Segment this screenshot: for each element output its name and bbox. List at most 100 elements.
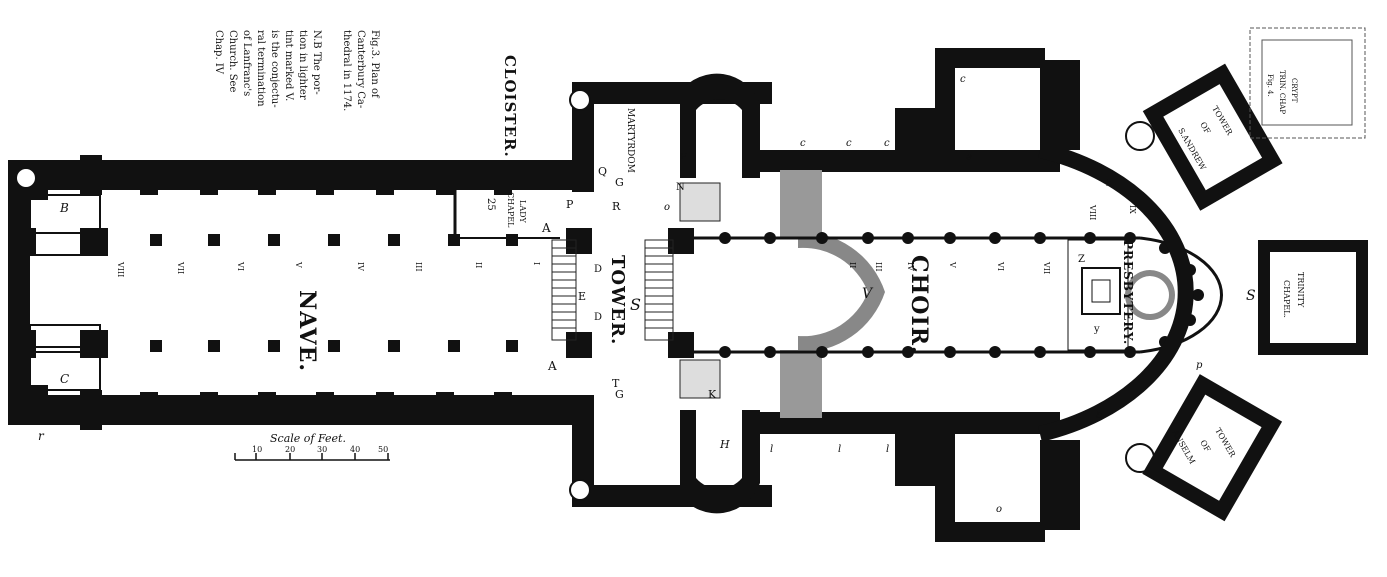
tower-crossing-hatch (551, 182, 721, 399)
crypt-inset (1249, 27, 1366, 139)
letter-c-north-2: c (800, 138, 806, 149)
choir-numeral: VI (996, 261, 1005, 271)
martyrdom-label: MARTYRDOM (625, 108, 635, 173)
note-line: N.B The por- (311, 30, 322, 95)
nave-walls (8, 155, 590, 430)
trinity-chapel (1258, 240, 1368, 355)
choir-arcade (690, 236, 1224, 354)
choir-numeral: II (848, 262, 857, 268)
south-transept-apse (680, 410, 760, 514)
scale-bar (234, 453, 390, 461)
caption-line: Canterbury Ca- (355, 30, 366, 108)
presbytery-area (1067, 239, 1175, 351)
choir-numeral: V (948, 261, 957, 268)
letter-t: T (612, 377, 620, 390)
letter-s-tower: S (630, 295, 641, 314)
crypt-fig-label: Fig. 4. (1266, 74, 1274, 97)
letter-e: E (578, 290, 586, 303)
letter-y: y (1093, 324, 1100, 335)
note-line: is the conjectu- (269, 30, 280, 108)
scale-tick: 10 (252, 445, 262, 454)
choir-columns (719, 232, 1204, 358)
letter-d-top: D (594, 264, 602, 275)
letter-l-south-2: l (838, 444, 841, 455)
lanfranc-apse (798, 231, 885, 353)
lanfranc-wall-bottom (780, 350, 822, 418)
bay-numeral: III (414, 262, 423, 271)
nave-label: NAVE. (294, 290, 320, 372)
east-transepts (895, 48, 1080, 542)
letter-c-north-4: c (884, 138, 890, 149)
crypt-label: CRYPT (1290, 78, 1298, 103)
letter-o-north: o (664, 202, 670, 213)
choir-numeral: IX (1128, 205, 1137, 214)
bay-numeral: I (532, 262, 541, 265)
letter-c-north-3: c (846, 138, 852, 149)
letter-k-north: k (1106, 178, 1112, 189)
tower-st-anselm (1142, 374, 1283, 522)
west-rooms (29, 194, 101, 391)
letter-a-top: A (541, 221, 551, 235)
note-line: tion in lighter (297, 30, 308, 100)
trinity-chapel-label: CHAPEL. (1282, 280, 1291, 318)
note-line: of Lanfranc's (241, 30, 252, 96)
lady-chapel-label-2: CHAPEL (506, 192, 515, 228)
letter-o-south: o (996, 504, 1002, 515)
letter-a-bottom: A (547, 359, 557, 373)
bay-numeral: VII (176, 261, 185, 274)
nave-piers (150, 234, 518, 352)
trinity-label: TRINITY (1296, 272, 1305, 308)
letter-s-trinity: S (1246, 288, 1256, 304)
letter-c-north-1: c (960, 74, 966, 85)
letter-p: P (566, 198, 574, 211)
letter-b-south: b (1096, 410, 1102, 421)
presbytery-label: PRESBYTERY. (1121, 240, 1135, 345)
caption-line: Fig.3. Plan of (369, 30, 380, 99)
choir-numeral: IV (906, 262, 915, 271)
lady-chapel-number: 25 (485, 198, 496, 211)
choir-numeral: III (874, 262, 883, 271)
letter-v: V (862, 286, 874, 302)
figure-note: N.B The por- tion in lighter tint marked… (213, 30, 322, 108)
choir-label: CHOIR. (906, 255, 932, 355)
letter-g-top: G (615, 176, 624, 189)
east-apse (1038, 142, 1194, 442)
tower-st-andrew (1142, 63, 1283, 211)
west-transepts (566, 82, 772, 507)
note-line: Church. See (227, 30, 238, 92)
letter-q: Q (598, 165, 607, 178)
letter-d-bottom: D (594, 312, 602, 323)
note-line: Chap. IV (213, 30, 224, 75)
letter-p-south: p (1196, 360, 1203, 371)
west-pier-markers (8, 228, 108, 358)
letter-f: F (680, 152, 687, 163)
figure-caption: Fig.3. Plan of Canterbury Ca- thedral in… (341, 30, 380, 111)
letter-n: N (676, 182, 685, 193)
letter-e-north: e (966, 152, 972, 163)
lady-chapel-label: LADY (518, 200, 527, 224)
letter-l-south-3: l (886, 444, 889, 455)
cloister-label: CLOISTER. (501, 55, 519, 158)
bay-numeral: II (474, 262, 483, 268)
north-transept-apse (680, 73, 760, 178)
lanfranc-wall-top (780, 170, 822, 238)
letter-k: K (708, 388, 717, 401)
bay-numeral: V (294, 261, 303, 268)
letter-r: r (38, 429, 45, 443)
letter-r-upper: R (612, 200, 621, 213)
caption-line: thedral in 1174. (341, 30, 352, 111)
letter-z: Z (1078, 254, 1085, 265)
scale-tick: 20 (285, 445, 295, 454)
bay-numeral: VI (236, 261, 245, 271)
crypt-trin-label: TRIN. CHAP (1278, 70, 1286, 114)
scale-title: Scale of Feet. (270, 432, 346, 445)
choir-numeral: VII (1042, 261, 1051, 274)
tower-label: TOWER. (607, 255, 628, 345)
letter-b: B (59, 201, 69, 215)
choir-numeral: VIII (1088, 204, 1097, 220)
letter-c: C (60, 372, 69, 386)
note-line: ral termination (255, 30, 266, 107)
letter-l-south-1: l (770, 444, 773, 455)
note-line: tint marked V. (283, 30, 294, 101)
